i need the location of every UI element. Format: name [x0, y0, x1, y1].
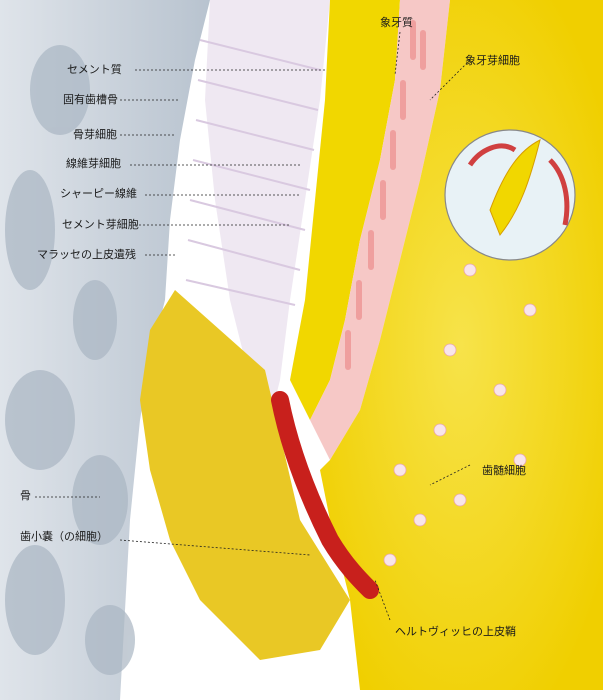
label-fibroblast: 線維芽細胞 [66, 157, 121, 170]
leader-lines [35, 31, 471, 621]
label-sharpey-fiber: シャーピー線維 [60, 187, 137, 200]
label-dental-follicle: 歯小嚢（の細胞） [20, 530, 108, 543]
label-odontoblast: 象牙芽細胞 [465, 54, 520, 67]
label-cementoblast: セメント芽細胞 [62, 218, 139, 231]
inset-tooth-bud [489, 139, 541, 236]
odontoblast-cells [345, 20, 426, 370]
label-pulp-cell: 歯髄細胞 [482, 464, 526, 477]
dentin-layer [290, 0, 400, 420]
label-alveolar-bone-proper: 固有歯槽骨 [63, 93, 118, 106]
label-osteoblast: 骨芽細胞 [73, 128, 117, 141]
label-hertwig-sheath: ヘルトヴィッヒの上皮鞘 [395, 625, 516, 638]
label-bone: 骨 [20, 489, 31, 502]
hertwig-sheath [271, 391, 379, 599]
label-cementum: セメント質 [67, 63, 122, 76]
sharpey-fibers [185, 39, 321, 306]
bone-trabeculae [5, 45, 135, 675]
label-malassez-rests: マラッセの上皮遺残 [37, 248, 136, 261]
label-dentin: 象牙質 [380, 16, 413, 29]
dental-follicle-region [140, 290, 350, 660]
